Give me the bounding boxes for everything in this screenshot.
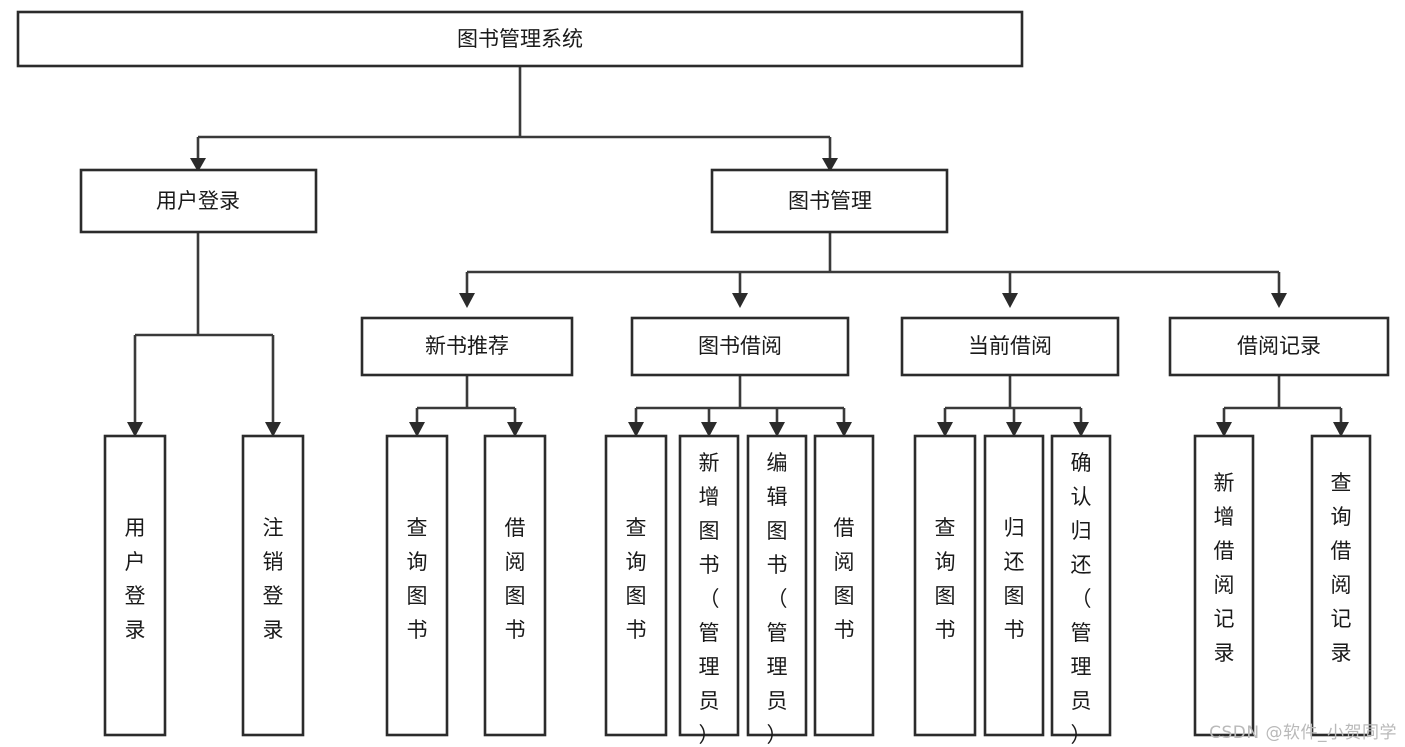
node-bookmgmt[interactable]: 图书管理 — [710, 168, 949, 234]
node-leaf-current-query-label: 查询图书 — [935, 516, 956, 642]
node-leaf-user-login-label: 用户登录 — [125, 516, 146, 642]
arrow-head-leaf-user-logout — [265, 422, 281, 437]
node-root[interactable]: 图书管理系统 — [16, 10, 1024, 68]
node-leaf-borrow-edit[interactable]: 编辑图书（管理员） — [746, 434, 808, 747]
node-leaf-borrow-query[interactable]: 查询图书 — [604, 434, 668, 737]
node-login-box[interactable] — [79, 168, 318, 234]
node-login[interactable]: 用户登录 — [79, 168, 318, 234]
node-newbook-box[interactable] — [360, 316, 574, 377]
arrow-head-leaf-record-query — [1333, 422, 1349, 437]
node-records-label: 借阅记录 — [1237, 334, 1321, 358]
node-leaf-record-query-label: 查询借阅记录 — [1331, 471, 1352, 665]
node-leaf-borrow-lend-box[interactable] — [813, 434, 875, 737]
node-records[interactable]: 借阅记录 — [1168, 316, 1390, 377]
node-borrow[interactable]: 图书借阅 — [630, 316, 850, 377]
node-leaf-new-borrow-box[interactable] — [483, 434, 547, 737]
node-leaf-user-logout-box[interactable] — [241, 434, 305, 737]
node-leaf-user-logout-label: 注销登录 — [263, 516, 284, 642]
node-leaf-borrow-edit-box[interactable] — [746, 434, 808, 737]
arrow-head-records — [1271, 293, 1287, 308]
arrow-head-leaf-borrow-add — [701, 422, 717, 437]
node-leaf-borrow-add-label: 新增图书（管理员） — [699, 451, 720, 747]
node-leaf-current-confirm-box[interactable] — [1050, 434, 1112, 737]
arrow-head-login — [190, 158, 206, 172]
node-leaf-borrow-lend-label: 借阅图书 — [834, 516, 855, 642]
node-leaf-record-query-box[interactable] — [1310, 434, 1372, 737]
arrow-head-borrow — [732, 293, 748, 308]
node-leaf-borrow-add-box[interactable] — [678, 434, 740, 737]
arrow-head-leaf-new-borrow — [507, 422, 523, 437]
connector-layer — [127, 66, 1349, 437]
node-leaf-record-add-box[interactable] — [1193, 434, 1255, 737]
node-borrow-label: 图书借阅 — [698, 334, 782, 358]
arrow-head-leaf-borrow-lend — [836, 422, 852, 437]
node-leaf-borrow-query-box[interactable] — [604, 434, 668, 737]
arrow-head-leaf-user-login — [127, 422, 143, 437]
node-leaf-borrow-add[interactable]: 新增图书（管理员） — [678, 434, 740, 747]
node-leaf-new-query[interactable]: 查询图书 — [385, 434, 449, 737]
node-leaf-current-query-box[interactable] — [913, 434, 977, 737]
node-records-box[interactable] — [1168, 316, 1390, 377]
arrow-head-leaf-current-query — [937, 422, 953, 437]
node-leaf-user-logout[interactable]: 注销登录 — [241, 434, 305, 737]
node-leaf-record-add-label: 新增借阅记录 — [1214, 471, 1235, 665]
node-leaf-current-confirm[interactable]: 确认归还（管理员） — [1050, 434, 1112, 747]
arrow-head-newbook — [459, 293, 475, 308]
node-leaf-new-query-box[interactable] — [385, 434, 449, 737]
node-newbook[interactable]: 新书推荐 — [360, 316, 574, 377]
arrow-head-leaf-new-query — [409, 422, 425, 437]
arrow-head-bookmgmt — [822, 158, 838, 172]
node-leaf-record-query[interactable]: 查询借阅记录 — [1310, 434, 1372, 737]
node-current[interactable]: 当前借阅 — [900, 316, 1120, 377]
watermark-text: CSDN @软件_小贺同学 — [1209, 723, 1397, 743]
node-leaf-current-return[interactable]: 归还图书 — [983, 434, 1045, 737]
node-root-box[interactable] — [16, 10, 1024, 68]
arrow-head-leaf-current-return — [1006, 422, 1022, 437]
node-leaf-borrow-query-label: 查询图书 — [626, 516, 647, 642]
node-leaf-new-borrow[interactable]: 借阅图书 — [483, 434, 547, 737]
node-leaf-new-query-label: 查询图书 — [407, 516, 428, 642]
node-leaf-user-login-box[interactable] — [103, 434, 167, 737]
node-newbook-label: 新书推荐 — [425, 334, 509, 358]
node-bookmgmt-box[interactable] — [710, 168, 949, 234]
node-borrow-box[interactable] — [630, 316, 850, 377]
node-leaf-current-return-label: 归还图书 — [1004, 516, 1025, 642]
arrow-head-leaf-record-add — [1216, 422, 1232, 437]
arrow-head-leaf-borrow-query — [628, 422, 644, 437]
node-root-label: 图书管理系统 — [457, 27, 583, 51]
arrow-head-leaf-borrow-edit — [769, 422, 785, 437]
arrow-head-current — [1002, 293, 1018, 308]
node-leaf-record-add[interactable]: 新增借阅记录 — [1193, 434, 1255, 737]
node-leaf-current-confirm-label: 确认归还（管理员） — [1071, 451, 1092, 747]
node-login-label: 用户登录 — [156, 189, 240, 213]
arrow-head-leaf-current-confirm — [1073, 422, 1089, 437]
node-leaf-new-borrow-label: 借阅图书 — [505, 516, 526, 642]
node-current-box[interactable] — [900, 316, 1120, 377]
node-leaf-borrow-lend[interactable]: 借阅图书 — [813, 434, 875, 737]
node-leaf-current-return-box[interactable] — [983, 434, 1045, 737]
node-leaf-user-login[interactable]: 用户登录 — [103, 434, 167, 737]
node-current-label: 当前借阅 — [968, 334, 1052, 358]
node-leaf-borrow-edit-label: 编辑图书（管理员） — [767, 451, 788, 747]
node-bookmgmt-label: 图书管理 — [788, 189, 872, 213]
node-leaf-current-query[interactable]: 查询图书 — [913, 434, 977, 737]
